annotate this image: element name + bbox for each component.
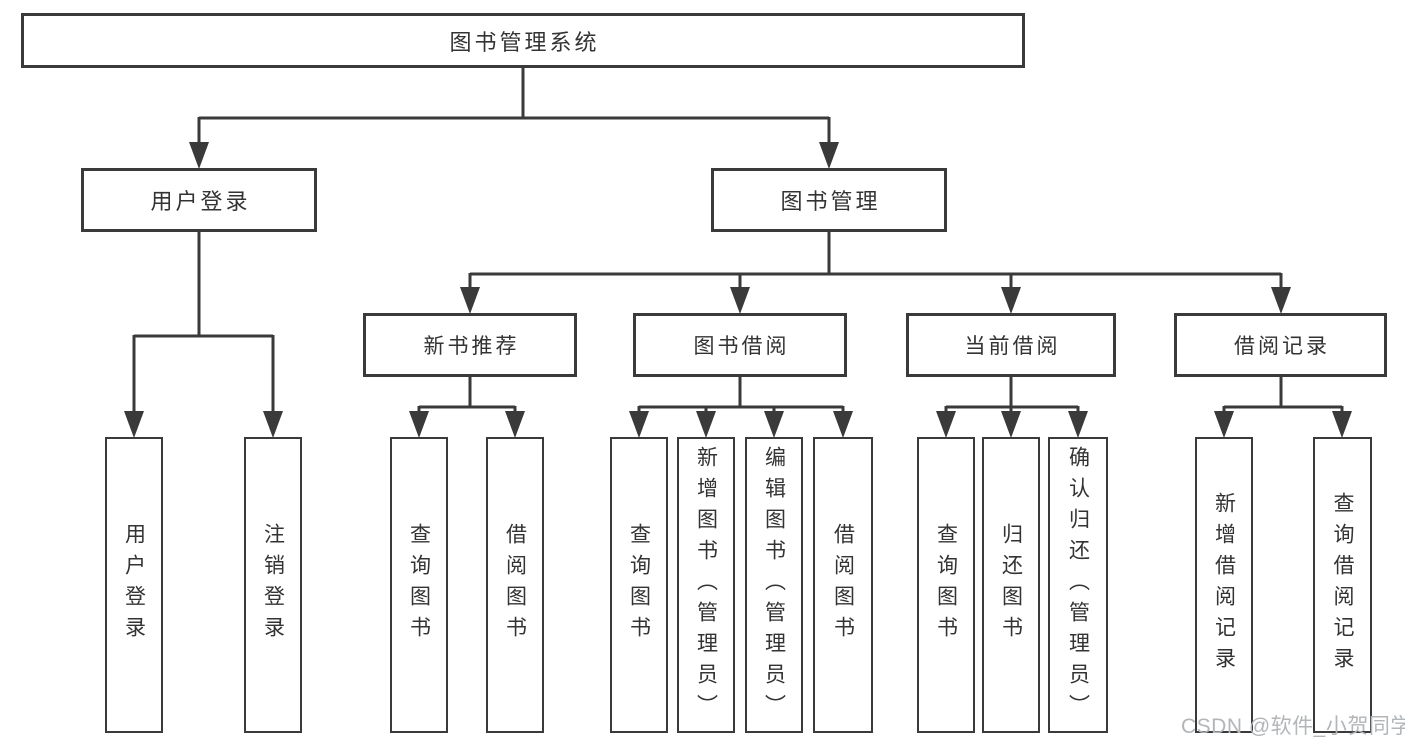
node-label: 归还图书 xyxy=(999,523,1023,647)
csdn-watermark: CSDN @软件_小贺同学 xyxy=(1181,715,1405,738)
node-root: 图书管理系统 xyxy=(21,13,1025,68)
arrow-down-icon xyxy=(696,411,716,438)
node-label: 编辑图书（管理员） xyxy=(762,445,786,725)
leaf-query-books-borrow: 查询图书 xyxy=(610,437,668,733)
leaf-return-books: 归还图书 xyxy=(982,437,1040,733)
arrow-down-icon xyxy=(764,411,784,438)
node-label: 借阅记录 xyxy=(1234,335,1330,358)
arrow-down-icon xyxy=(1332,411,1352,438)
node-label: 确认归还（管理员） xyxy=(1066,445,1090,725)
node-label: 查询图书 xyxy=(407,523,431,647)
node-label: 当前借阅 xyxy=(964,335,1061,358)
arrow-down-icon xyxy=(936,411,956,438)
node-label: 查询图书 xyxy=(627,523,651,647)
node-label: 借阅图书 xyxy=(831,523,855,647)
node-label: 查询图书 xyxy=(934,523,958,647)
arrow-down-icon xyxy=(409,411,429,438)
leaf-confirm-return-admin: 确认归还（管理员） xyxy=(1048,437,1108,733)
node-label: 图书管理 xyxy=(780,189,881,214)
node-label: 新增图书（管理员） xyxy=(694,445,718,725)
node-label: 新增借阅记录 xyxy=(1212,492,1236,678)
leaf-borrow-books-borrow: 借阅图书 xyxy=(813,437,873,733)
node-label: 新书推荐 xyxy=(423,335,520,358)
leaf-logout: 注销登录 xyxy=(244,437,302,733)
arrow-down-icon xyxy=(263,411,283,438)
arrow-down-icon xyxy=(1001,287,1021,314)
arrow-down-icon xyxy=(124,411,144,438)
node-current-borrow: 当前借阅 xyxy=(906,313,1116,377)
leaf-edit-books-admin: 编辑图书（管理员） xyxy=(745,437,803,733)
arrow-down-icon xyxy=(460,287,480,314)
node-label: 注销登录 xyxy=(261,523,285,647)
arrowheads xyxy=(124,142,1352,438)
leaf-query-books-recommend: 查询图书 xyxy=(390,437,448,733)
arrow-down-icon xyxy=(1068,411,1088,438)
node-label: 借阅图书 xyxy=(503,523,527,647)
arrow-down-icon xyxy=(629,411,649,438)
node-label: 图书借阅 xyxy=(693,335,790,358)
node-label: 查询借阅记录 xyxy=(1331,492,1355,678)
leaf-borrow-books-recommend: 借阅图书 xyxy=(486,437,544,733)
arrow-down-icon xyxy=(1214,411,1234,438)
leaf-user-login: 用户登录 xyxy=(105,437,163,733)
node-book-management: 图书管理 xyxy=(711,168,947,232)
leaf-add-borrow-record: 新增借阅记录 xyxy=(1195,437,1253,733)
arrow-down-icon xyxy=(505,411,525,438)
node-book-borrow: 图书借阅 xyxy=(633,313,847,377)
node-label: 用户登录 xyxy=(150,189,251,214)
node-label: 图书管理系统 xyxy=(449,29,600,55)
node-new-book-recommend: 新书推荐 xyxy=(363,313,577,377)
leaf-query-books-current: 查询图书 xyxy=(917,437,975,733)
leaf-add-books-admin: 新增图书（管理员） xyxy=(677,437,735,733)
leaf-query-borrow-record: 查询借阅记录 xyxy=(1313,437,1372,733)
arrow-down-icon xyxy=(189,142,209,169)
node-user-login: 用户登录 xyxy=(81,168,317,232)
arrow-down-icon xyxy=(819,142,839,169)
node-label: 用户登录 xyxy=(122,523,146,647)
arrow-down-icon xyxy=(1001,411,1021,438)
arrow-down-icon xyxy=(1271,287,1291,314)
arrow-down-icon xyxy=(730,287,750,314)
arrow-down-icon xyxy=(833,411,853,438)
node-borrow-records: 借阅记录 xyxy=(1174,313,1387,377)
